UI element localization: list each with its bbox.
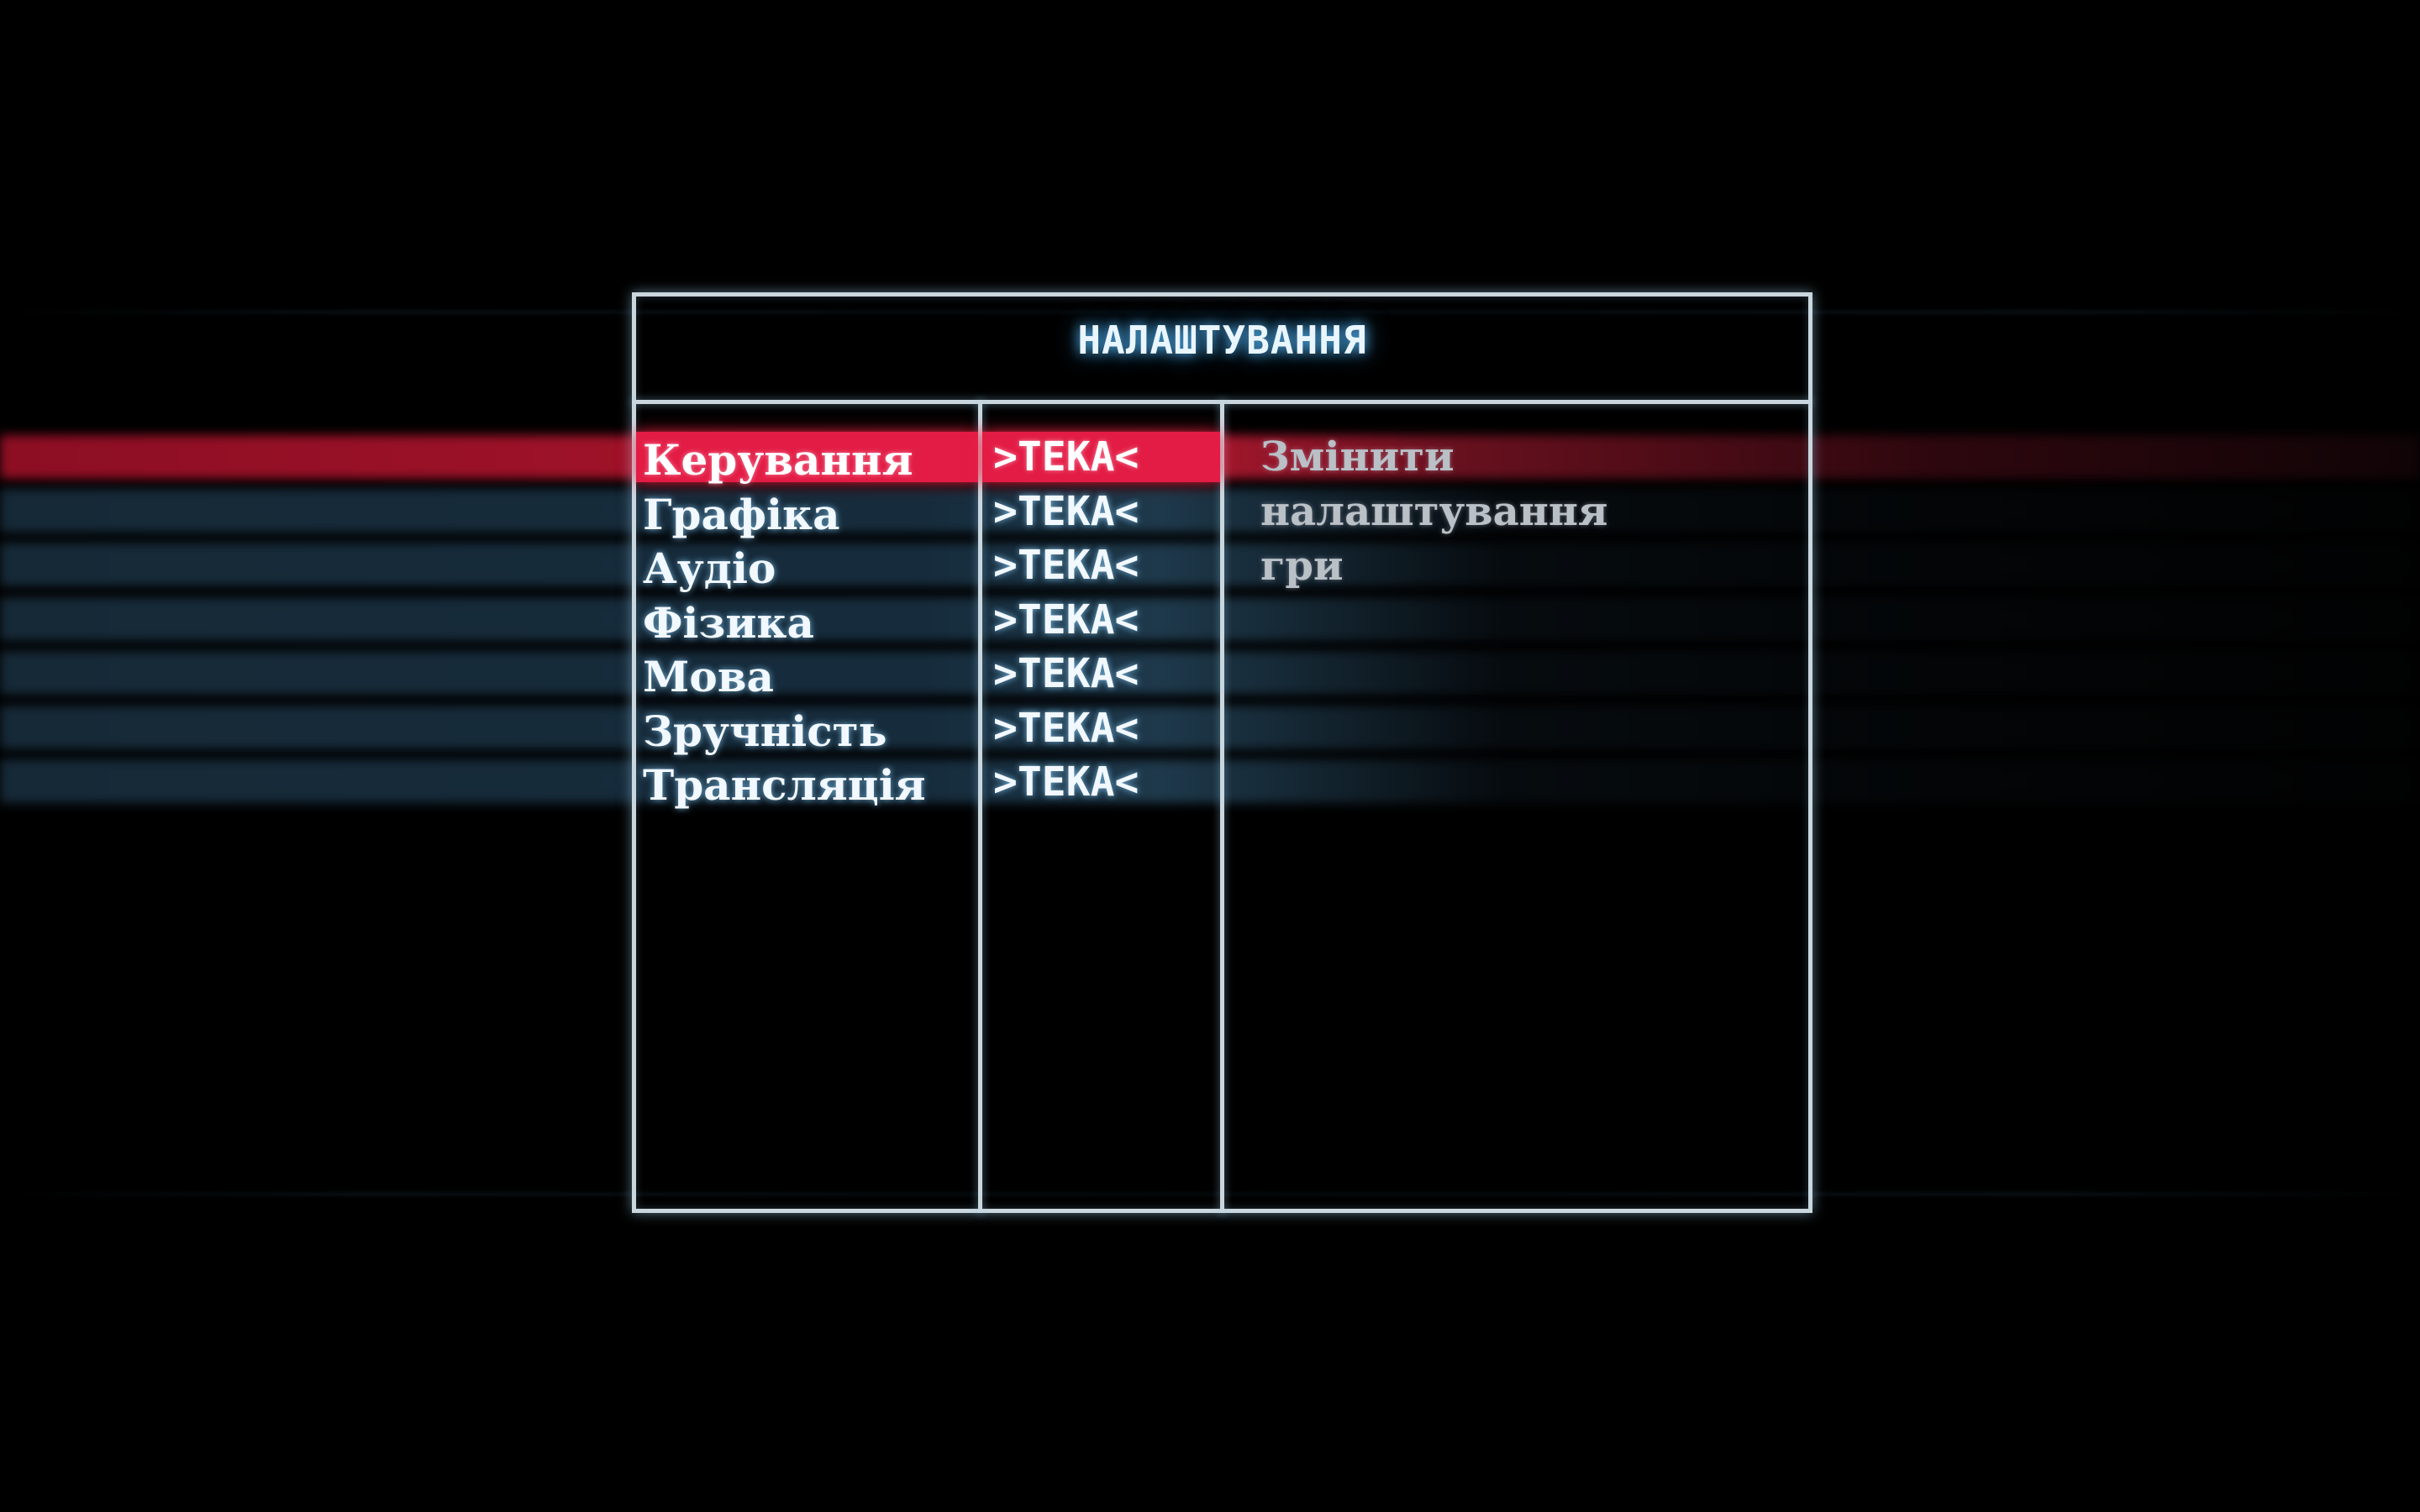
selected-row-highlight-label — [636, 432, 978, 482]
menu-item-physics[interactable]: Фізика >ТЕКА< — [636, 595, 1808, 649]
menu-item-label: Аудіо — [643, 543, 776, 593]
menu-item-folder-value: >ТЕКА< — [993, 433, 1139, 480]
description-line-1: Змінити налаштування — [1260, 433, 1608, 535]
menu-item-label: Керування — [643, 435, 913, 485]
settings-menu: Керування >ТЕКА< Графіка >ТЕКА< Аудіо >Т… — [636, 432, 1808, 811]
menu-item-label: Трансляція — [643, 760, 926, 810]
menu-item-folder-value: >ТЕКА< — [993, 487, 1139, 535]
menu-item-folder-value: >ТЕКА< — [993, 759, 1139, 806]
menu-item-folder-value: >ТЕКА< — [993, 542, 1139, 589]
column-divider-value-description — [1220, 400, 1224, 1213]
menu-item-controls[interactable]: Керування >ТЕКА< — [636, 432, 1808, 486]
horizon-line-bottom — [0, 1193, 2420, 1195]
menu-item-label: Фізика — [643, 597, 814, 648]
page-title: НАЛАШТУВАННЯ — [1077, 318, 1367, 363]
menu-item-label: Графіка — [643, 489, 840, 539]
menu-item-folder-value: >ТЕКА< — [993, 650, 1139, 697]
menu-item-label: Зручність — [643, 706, 887, 756]
menu-item-folder-value: >ТЕКА< — [993, 704, 1139, 752]
item-description: Змінити налаштування гри — [1260, 430, 1798, 594]
menu-item-graphics[interactable]: Графіка >ТЕКА< — [636, 486, 1808, 541]
selected-row-highlight-value — [982, 432, 1220, 482]
menu-item-label: Мова — [643, 652, 774, 701]
menu-item-language[interactable]: Мова >ТЕКА< — [636, 648, 1808, 703]
menu-item-accessibility[interactable]: Зручність >ТЕКА< — [636, 703, 1808, 758]
menu-item-folder-value: >ТЕКА< — [993, 596, 1139, 643]
column-divider-label-value — [978, 400, 982, 1213]
horizon-line-top — [0, 311, 2420, 313]
menu-item-audio[interactable]: Аудіо >ТЕКА< — [636, 540, 1808, 595]
description-line-2: гри — [1260, 543, 1344, 590]
menu-item-streaming[interactable]: Трансляція >ТЕКА< — [636, 757, 1808, 811]
